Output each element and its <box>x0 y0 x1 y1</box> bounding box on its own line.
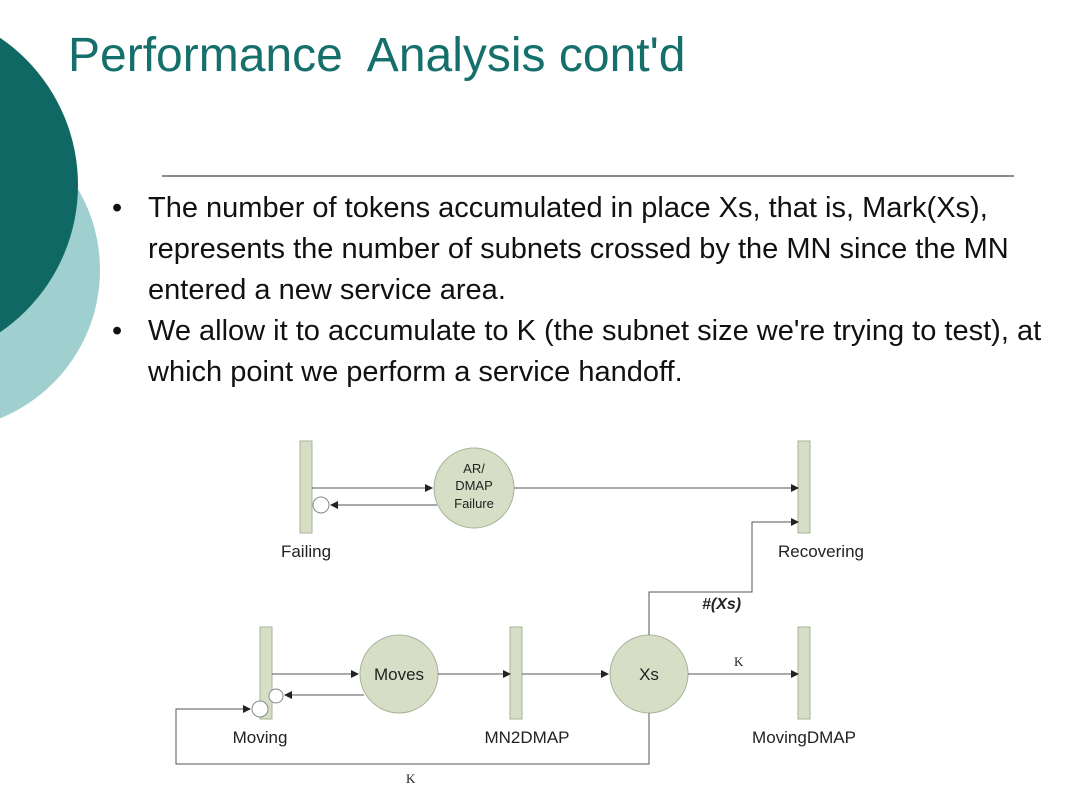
page-title: Performance Analysis cont'd <box>68 29 686 82</box>
transition-mn2dmap <box>509 626 523 720</box>
k-weight-lower: K <box>406 771 416 786</box>
failure-label-line2: DMAP <box>455 478 493 493</box>
moves-label: Moves <box>374 665 424 684</box>
movingdmap-label: MovingDMAP <box>752 728 856 747</box>
dark-teal-circle <box>0 37 78 333</box>
transition-failing <box>299 440 313 534</box>
mn2dmap-label: MN2DMAP <box>484 728 569 747</box>
bullet-item: The number of tokens accumulated in plac… <box>108 188 1058 311</box>
xs-label: Xs <box>639 665 659 684</box>
recovering-label: Recovering <box>778 542 864 561</box>
count-xs-label: #(Xs) <box>702 596 741 613</box>
failure-label-line3: Failure <box>454 496 494 511</box>
title-divider <box>162 175 1014 177</box>
transition-recovering <box>797 440 811 534</box>
bullet-item: We allow it to accumulate to K (the subn… <box>108 311 1058 393</box>
bullet-list: The number of tokens accumulated in plac… <box>108 188 1058 393</box>
arc-xs-to-recovering <box>648 518 799 635</box>
inhibitor-moving-left <box>251 700 269 718</box>
inhibitor-failing <box>312 496 330 514</box>
transition-movingdmap <box>797 626 811 720</box>
k-weight-upper: K <box>734 654 744 669</box>
failure-label-line1: AR/ <box>463 461 485 476</box>
moving-label: Moving <box>233 728 288 747</box>
inhibitor-moving-right <box>268 688 284 704</box>
arc-xs-to-moving <box>175 705 650 765</box>
failing-label: Failing <box>281 542 331 561</box>
